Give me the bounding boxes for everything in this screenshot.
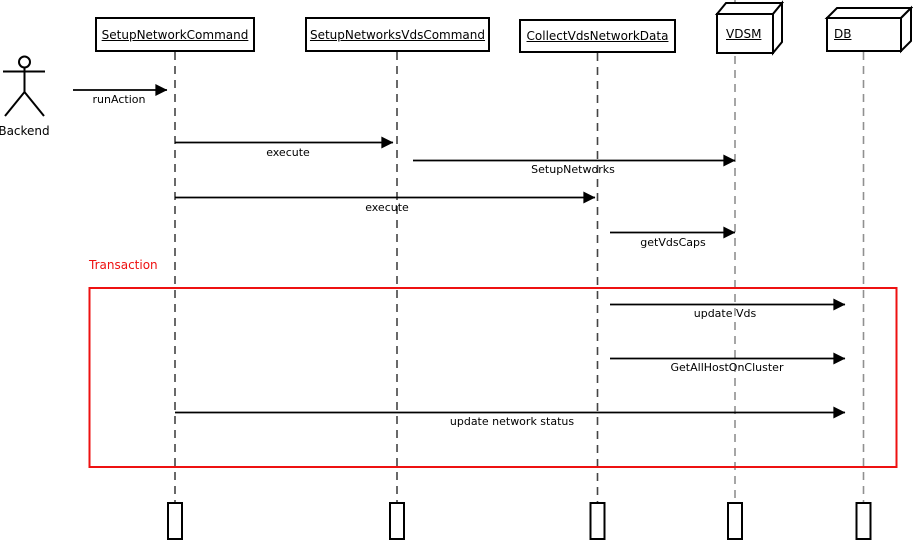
db-box-front <box>826 17 902 52</box>
db-box-top <box>824 7 913 19</box>
message-label-update-vds: update Vds <box>693 307 757 320</box>
vdsm-box-top <box>714 2 785 15</box>
vdsm-box-front <box>716 13 774 54</box>
participant-label: SetupNetworksVdsCommand <box>309 27 486 42</box>
lifelines <box>174 0 865 503</box>
transaction-fragment-label: Transaction <box>89 258 158 272</box>
activation-bar <box>727 502 743 540</box>
transaction-fragment-box <box>88 287 898 468</box>
actor-figure <box>3 55 45 117</box>
participant-label-db: DB <box>834 27 852 41</box>
db-node-box <box>824 5 913 54</box>
message-label-get-all-host-on-cluster: GetAllHostOnCluster <box>670 361 784 374</box>
actor-leg-right <box>23 91 45 117</box>
message-label-execute-1: execute <box>266 146 310 159</box>
actor-leg-left <box>4 91 26 117</box>
message-label-update-network-status: update network status <box>449 415 575 428</box>
activation-bar <box>589 502 606 540</box>
activation-bar <box>167 502 183 540</box>
activation-bars <box>167 502 872 540</box>
message-label-run-action: runAction <box>92 93 146 106</box>
participant-box-setup-networks-vds-command: SetupNetworksVdsCommand <box>305 17 490 52</box>
message-label-get-vds-caps: getVdsCaps <box>640 236 706 249</box>
participant-label-vdsm: VDSM <box>726 27 762 41</box>
activation-bar <box>855 502 872 540</box>
message-label-execute-2: execute <box>365 201 409 214</box>
actor-label: Backend <box>0 124 50 138</box>
participant-label: CollectVdsNetworkData <box>526 29 669 43</box>
participant-box-setup-network-command: SetupNetworkCommand <box>95 17 255 52</box>
activation-bar <box>389 502 405 540</box>
message-arrows <box>73 84 846 419</box>
participant-label: SetupNetworkCommand <box>101 27 249 42</box>
message-label-setup-networks: SetupNetworks <box>531 163 615 176</box>
participant-box-collect-vds-network-data: CollectVdsNetworkData <box>519 19 676 53</box>
actor-head <box>18 55 31 69</box>
vdsm-node-box <box>714 0 785 56</box>
